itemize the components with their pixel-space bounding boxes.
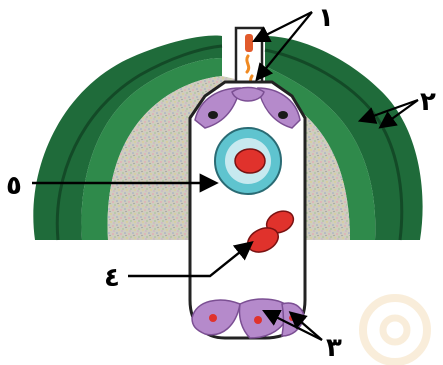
antipodal-cells [192,299,304,338]
label-5: ٥ [6,171,22,201]
egg-cell [215,128,281,194]
at-sign-watermark [363,298,427,362]
label-1: ١ [318,3,334,33]
pollen-tube [245,34,253,52]
label-2: ٢ [420,87,436,117]
label-3: ٣ [326,333,342,363]
label-4: ٤ [104,263,120,293]
